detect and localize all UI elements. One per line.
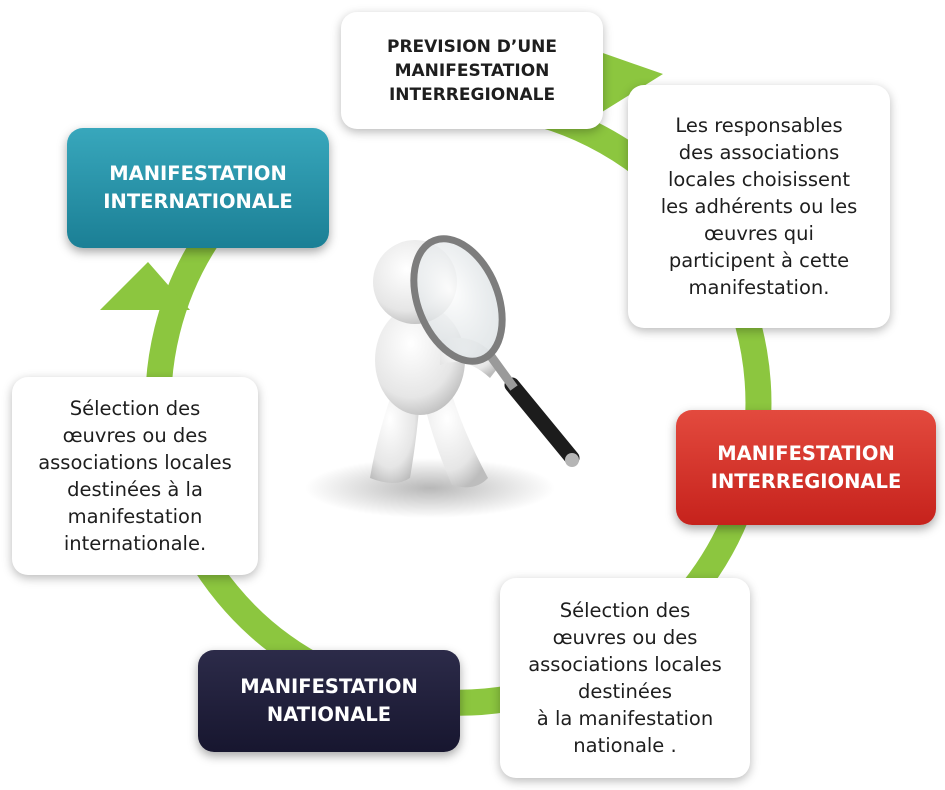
box-interregional: MANIFESTATION INTERREGIONALE (676, 410, 936, 525)
title-box-prevision: PREVISION D’UNE MANIFESTATION INTERREGIO… (341, 12, 603, 129)
magnifier-cap (565, 453, 579, 467)
figure-with-magnifying-glass-icon (305, 235, 580, 518)
interregional-text: MANIFESTATION INTERREGIONALE (710, 441, 902, 493)
title-prevision-text: PREVISION D’UNE MANIFESTATION INTERREGIO… (386, 36, 558, 105)
international-text: MANIFESTATION INTERNATIONALE (103, 162, 293, 213)
cycle-arrowhead-left (100, 262, 190, 310)
box-selection-international: Sélection des œuvres ou des associations… (12, 377, 258, 575)
cycle-arrowhead-top (600, 52, 663, 112)
magnifier-neck (486, 352, 518, 391)
box-local-choice: Les responsables des associations locale… (628, 85, 890, 328)
selection-national-text: Sélection des œuvres ou des associations… (528, 599, 722, 757)
box-international: MANIFESTATION INTERNATIONALE (67, 128, 329, 248)
local-choice-text: Les responsables des associations locale… (660, 114, 858, 299)
figure-floor-shadow (305, 458, 555, 518)
magnifier-lens (410, 235, 506, 365)
box-selection-national: Sélection des œuvres ou des associations… (500, 578, 750, 778)
magnifier-handle (504, 377, 580, 466)
box-national: MANIFESTATION NATIONALE (198, 650, 460, 752)
national-text: MANIFESTATION NATIONALE (240, 675, 418, 726)
selection-international-text: Sélection des œuvres ou des associations… (38, 397, 232, 555)
